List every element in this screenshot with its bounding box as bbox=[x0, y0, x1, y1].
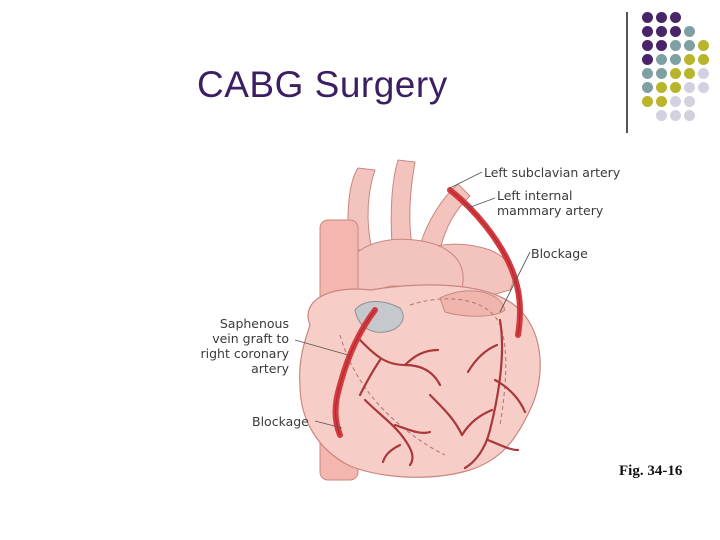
dot bbox=[670, 110, 681, 121]
dot bbox=[642, 54, 653, 65]
label-line: Saphenous bbox=[219, 316, 289, 331]
label-line: Left internal bbox=[497, 188, 573, 203]
dot bbox=[670, 68, 681, 79]
dot bbox=[642, 68, 653, 79]
dot bbox=[656, 12, 667, 23]
dot bbox=[698, 54, 709, 65]
dot bbox=[670, 40, 681, 51]
label-left-internal-mammary-artery: Left internal mammary artery bbox=[497, 188, 603, 218]
dot bbox=[656, 110, 667, 121]
dot bbox=[642, 26, 653, 37]
left-auricle bbox=[439, 290, 506, 317]
dot bbox=[656, 68, 667, 79]
dot bbox=[670, 82, 681, 93]
label-left-subclavian-artery: Left subclavian artery bbox=[484, 165, 621, 180]
dot bbox=[684, 82, 695, 93]
coronary-arteries bbox=[358, 318, 527, 470]
dot bbox=[684, 110, 695, 121]
dot bbox=[642, 96, 653, 107]
dot bbox=[684, 26, 695, 37]
dot bbox=[642, 82, 653, 93]
dot bbox=[656, 96, 667, 107]
dot bbox=[656, 82, 667, 93]
dot bbox=[698, 68, 709, 79]
heart-illustration bbox=[294, 159, 541, 481]
label-line: right coronary bbox=[200, 346, 290, 361]
dot bbox=[698, 82, 709, 93]
label-line: artery bbox=[251, 361, 289, 376]
dot bbox=[656, 40, 667, 51]
dot bbox=[684, 54, 695, 65]
dot bbox=[698, 40, 709, 51]
heart-body bbox=[299, 284, 541, 478]
dot bbox=[684, 40, 695, 51]
decorative-dot-grid bbox=[640, 10, 720, 140]
label-leader-lines bbox=[294, 171, 531, 429]
header-divider bbox=[626, 12, 628, 133]
figure-caption: Fig. 34-16 bbox=[619, 463, 683, 479]
label-line: vein graft to bbox=[212, 331, 289, 346]
label-saphenous-vein-graft: Saphenous vein graft to right coronary a… bbox=[196, 316, 290, 376]
dot bbox=[670, 26, 681, 37]
dot bbox=[684, 96, 695, 107]
label-blockage-bottom: Blockage bbox=[252, 414, 309, 429]
dot bbox=[656, 26, 667, 37]
label-line: mammary artery bbox=[497, 203, 604, 218]
dot bbox=[684, 68, 695, 79]
dot bbox=[642, 40, 653, 51]
dot bbox=[670, 12, 681, 23]
dot bbox=[656, 54, 667, 65]
dot bbox=[670, 54, 681, 65]
dot bbox=[670, 96, 681, 107]
aortic-arch-branches bbox=[347, 159, 471, 251]
slide-title: CABG Surgery bbox=[197, 64, 448, 105]
label-blockage-top: Blockage bbox=[531, 246, 588, 261]
dot bbox=[642, 12, 653, 23]
